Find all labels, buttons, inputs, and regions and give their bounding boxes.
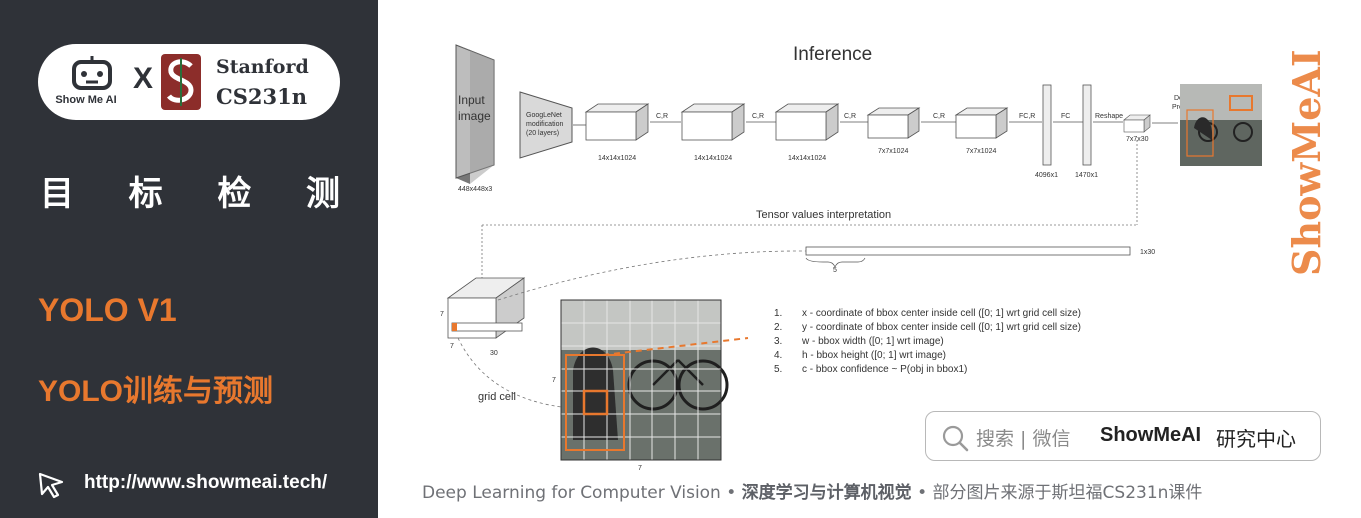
legend-number: 2. bbox=[774, 322, 782, 333]
logo-pill: Show Me AI X Stanford CS231n bbox=[38, 44, 340, 120]
footer-course-cn: 深度学习与计算机视觉 bbox=[741, 483, 912, 503]
conv-block bbox=[774, 103, 840, 141]
output-cube bbox=[446, 277, 526, 339]
block-size-label: 14x14x1024 bbox=[598, 155, 636, 162]
vector-size-label: 1x30 bbox=[1140, 249, 1155, 256]
showmeai-robot-icon bbox=[72, 56, 112, 90]
conv-block bbox=[584, 103, 650, 141]
footer-caption: Deep Learning for Computer Vision • 深度学习… bbox=[422, 478, 1202, 503]
fc-size-label: 4096x1 bbox=[1035, 172, 1058, 179]
fc-layer-4096 bbox=[1042, 84, 1052, 166]
cube-dim-label: 7 bbox=[450, 343, 454, 350]
tensor-size-label: 7x7x30 bbox=[1126, 136, 1149, 143]
section-title-char: 目 bbox=[40, 174, 74, 214]
legend-text: h - bbox height ([0; 1] wrt image) bbox=[802, 350, 946, 361]
section-title-char: 检 bbox=[217, 174, 252, 214]
grid-photo bbox=[561, 300, 729, 460]
googlenet-label: GoogLeNet bbox=[526, 112, 562, 119]
grid-cell-label: grid cell bbox=[478, 391, 516, 403]
tensor-interp-label: Tensor values interpretation bbox=[756, 209, 891, 221]
topic-yolo-v1: YOLO V1 bbox=[38, 292, 177, 328]
output-legend: 1. x - coordinate of bbox center inside … bbox=[774, 308, 1081, 375]
block-op-label: C,R bbox=[933, 113, 945, 120]
diagram-title: Inference bbox=[793, 44, 872, 65]
footer-source: 部分图片来源于斯坦福CS231n课件 bbox=[932, 483, 1203, 503]
block-size-label: 14x14x1024 bbox=[694, 155, 732, 162]
legend-number: 1. bbox=[774, 308, 782, 319]
responsible-cell bbox=[582, 389, 609, 416]
stanford-s-icon bbox=[161, 54, 201, 110]
conv-block bbox=[866, 107, 921, 139]
section-title-char: 标 bbox=[128, 174, 163, 214]
input-size-label: 448x448x3 bbox=[458, 186, 492, 193]
block-op-label: FC,R bbox=[1019, 113, 1035, 120]
search-label: 搜索 | 微信 bbox=[976, 428, 1071, 450]
legend-number: 5. bbox=[774, 364, 782, 375]
block-op-label: C,R bbox=[656, 113, 668, 120]
showmeai-wordmark: Show Me AI bbox=[55, 94, 117, 106]
block-size-label: 14x14x1024 bbox=[788, 155, 826, 162]
block-op-label: C,R bbox=[752, 113, 764, 120]
wechat-account-name: ShowMeAI bbox=[1100, 424, 1202, 446]
legend-text: c - bbox confidence ~ P(obj in bbox1) bbox=[802, 364, 967, 375]
cube-depth-label: 30 bbox=[490, 350, 498, 357]
conv-block bbox=[680, 103, 746, 141]
block-size-label: 7x7x1024 bbox=[878, 148, 908, 155]
footer-course: Deep Learning for Computer Vision bbox=[422, 483, 721, 503]
search-icon bbox=[942, 425, 969, 452]
googlenet-label: modification bbox=[526, 121, 563, 128]
fc-op-label: FC bbox=[1061, 113, 1070, 120]
wechat-search-box[interactable]: 搜索 | 微信 ShowMeAI 研究中心 bbox=[925, 411, 1321, 461]
legend-text: w - bbox width ([0; 1] wrt image) bbox=[801, 336, 944, 347]
googlenet-label: (20 layers) bbox=[526, 130, 559, 137]
object-bbox bbox=[565, 354, 625, 451]
times-sign: X bbox=[133, 62, 154, 95]
footer-separator: • bbox=[911, 483, 933, 503]
block-op-label: C,R bbox=[844, 113, 856, 120]
website-link[interactable]: http://www.showmeai.tech/ bbox=[84, 472, 328, 493]
section-title: 目 标 检 测 bbox=[40, 166, 340, 215]
input-image-slab bbox=[455, 44, 495, 184]
input-label: Input bbox=[458, 93, 485, 107]
footer-separator: • bbox=[720, 483, 742, 503]
yolo-inference-diagram: Inference Input image 448x448x3 GoogLeNe… bbox=[440, 44, 1262, 470]
left-panel: Show Me AI X Stanford CS231n 目 标 检 测 YOL… bbox=[0, 0, 378, 518]
fc-size-label: 1470x1 bbox=[1075, 172, 1098, 179]
main-content: Inference Input image 448x448x3 GoogLeNe… bbox=[378, 0, 1361, 518]
vector-brace-label: 5 bbox=[833, 267, 837, 274]
cursor-icon bbox=[38, 472, 64, 499]
conv-block bbox=[954, 107, 1009, 139]
grid-dim-label: 7 bbox=[638, 465, 642, 470]
googlenet-block bbox=[519, 91, 573, 159]
grid-dim-label: 7 bbox=[552, 377, 556, 384]
grid-lines bbox=[561, 300, 721, 460]
input-label: image bbox=[458, 109, 491, 123]
stanford-label: Stanford bbox=[216, 56, 309, 78]
showmeai-watermark: ShowMeAI bbox=[1284, 49, 1329, 276]
course-label: CS231n bbox=[216, 84, 307, 109]
cell-vector bbox=[805, 246, 1131, 256]
cube-dim-label: 7 bbox=[440, 311, 444, 318]
watermark-text: ShowMeAI bbox=[1284, 49, 1329, 276]
legend-number: 4. bbox=[774, 350, 782, 361]
section-title-char: 测 bbox=[305, 174, 340, 214]
topic-yolo-train-predict: YOLO训练与预测 bbox=[38, 375, 274, 408]
legend-text: x - coordinate of bbox center inside cel… bbox=[802, 308, 1081, 319]
block-size-label: 7x7x1024 bbox=[966, 148, 996, 155]
wechat-account-suffix: 研究中心 bbox=[1216, 427, 1296, 451]
fc-layer-1470 bbox=[1082, 84, 1092, 166]
legend-text: y - coordinate of bbox center inside cel… bbox=[802, 322, 1081, 333]
output-tensor bbox=[1123, 114, 1151, 133]
legend-number: 3. bbox=[774, 336, 782, 347]
detection-result-photo bbox=[1180, 84, 1262, 166]
reshape-label: Reshape bbox=[1095, 113, 1123, 120]
